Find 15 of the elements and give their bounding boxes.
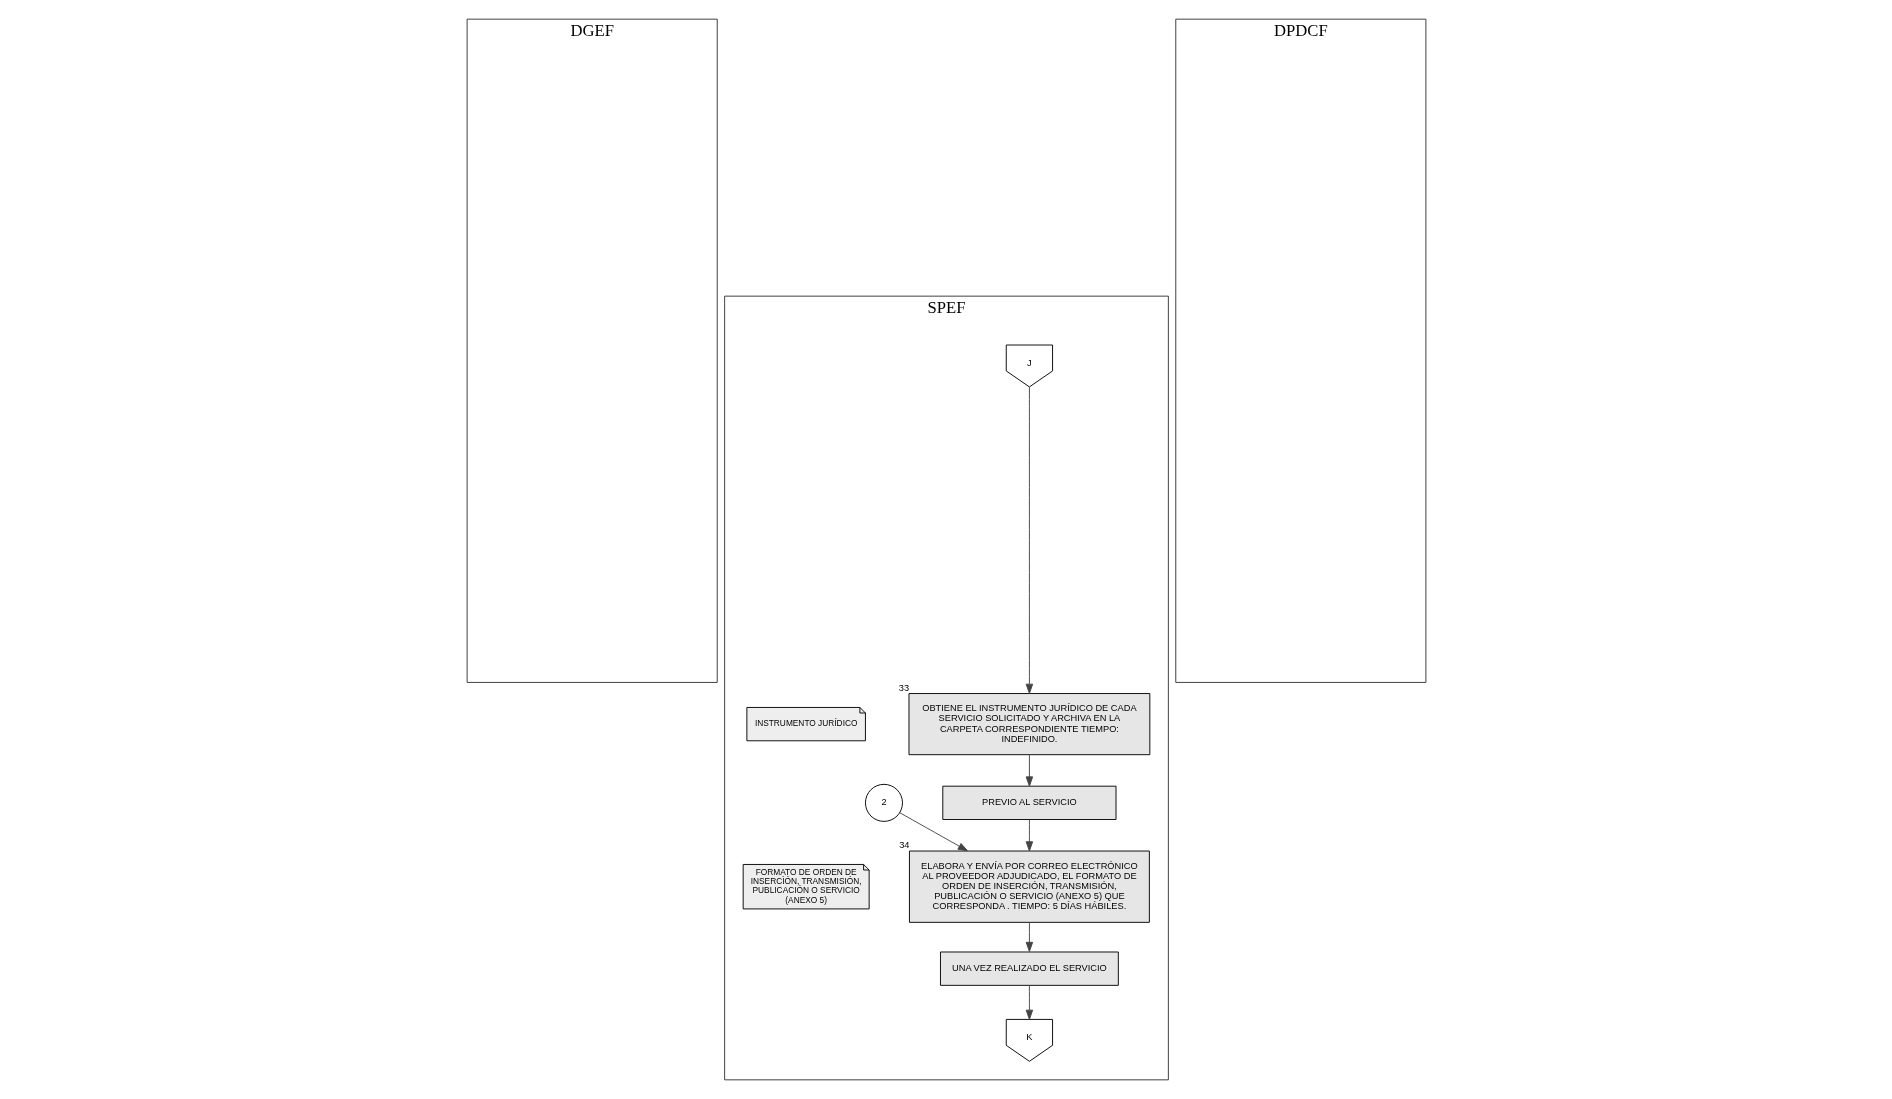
arrow [1025,922,1033,953]
arrow [1025,985,1033,1020]
node-box: UNA VEZ REALIZADO EL SERVICIO [939,951,1119,986]
node-box: ELABORA Y ENVÍA POR CORREO ELECTRÓNICO AL PROVEEDOR ADJUDICADO, EL FORMATO DE ORDEN DE INSERCIÓN, TRANSMISIÓN, PUBLICACIÓN O SERVICIO (ANEXO 5) QUE CORRESPONDA . TIEMPO: 5 DÍAS HÁBILES. [908,850,1150,923]
arrow [898,812,968,852]
node-box: DGEF [466,18,718,683]
node-box: OBTIENE EL INSTRUMENTO JURÍDICO DE CADA SERVICIO SOLICITADO Y ARCHIVA EN LA CARPETA CORRESPONDIENTE TIEMPO: INDEFINIDO. [908,693,1150,756]
arrow [1025,754,1033,787]
arrow [1025,819,1033,852]
node-label: 33 [898,682,909,693]
node-box: DPDCF [1174,18,1426,683]
arrow [1025,386,1033,694]
node-box: PREVIO AL SERVICIO [941,785,1116,820]
node-label: 34 [898,840,909,851]
node-circle: 2 [864,783,903,822]
